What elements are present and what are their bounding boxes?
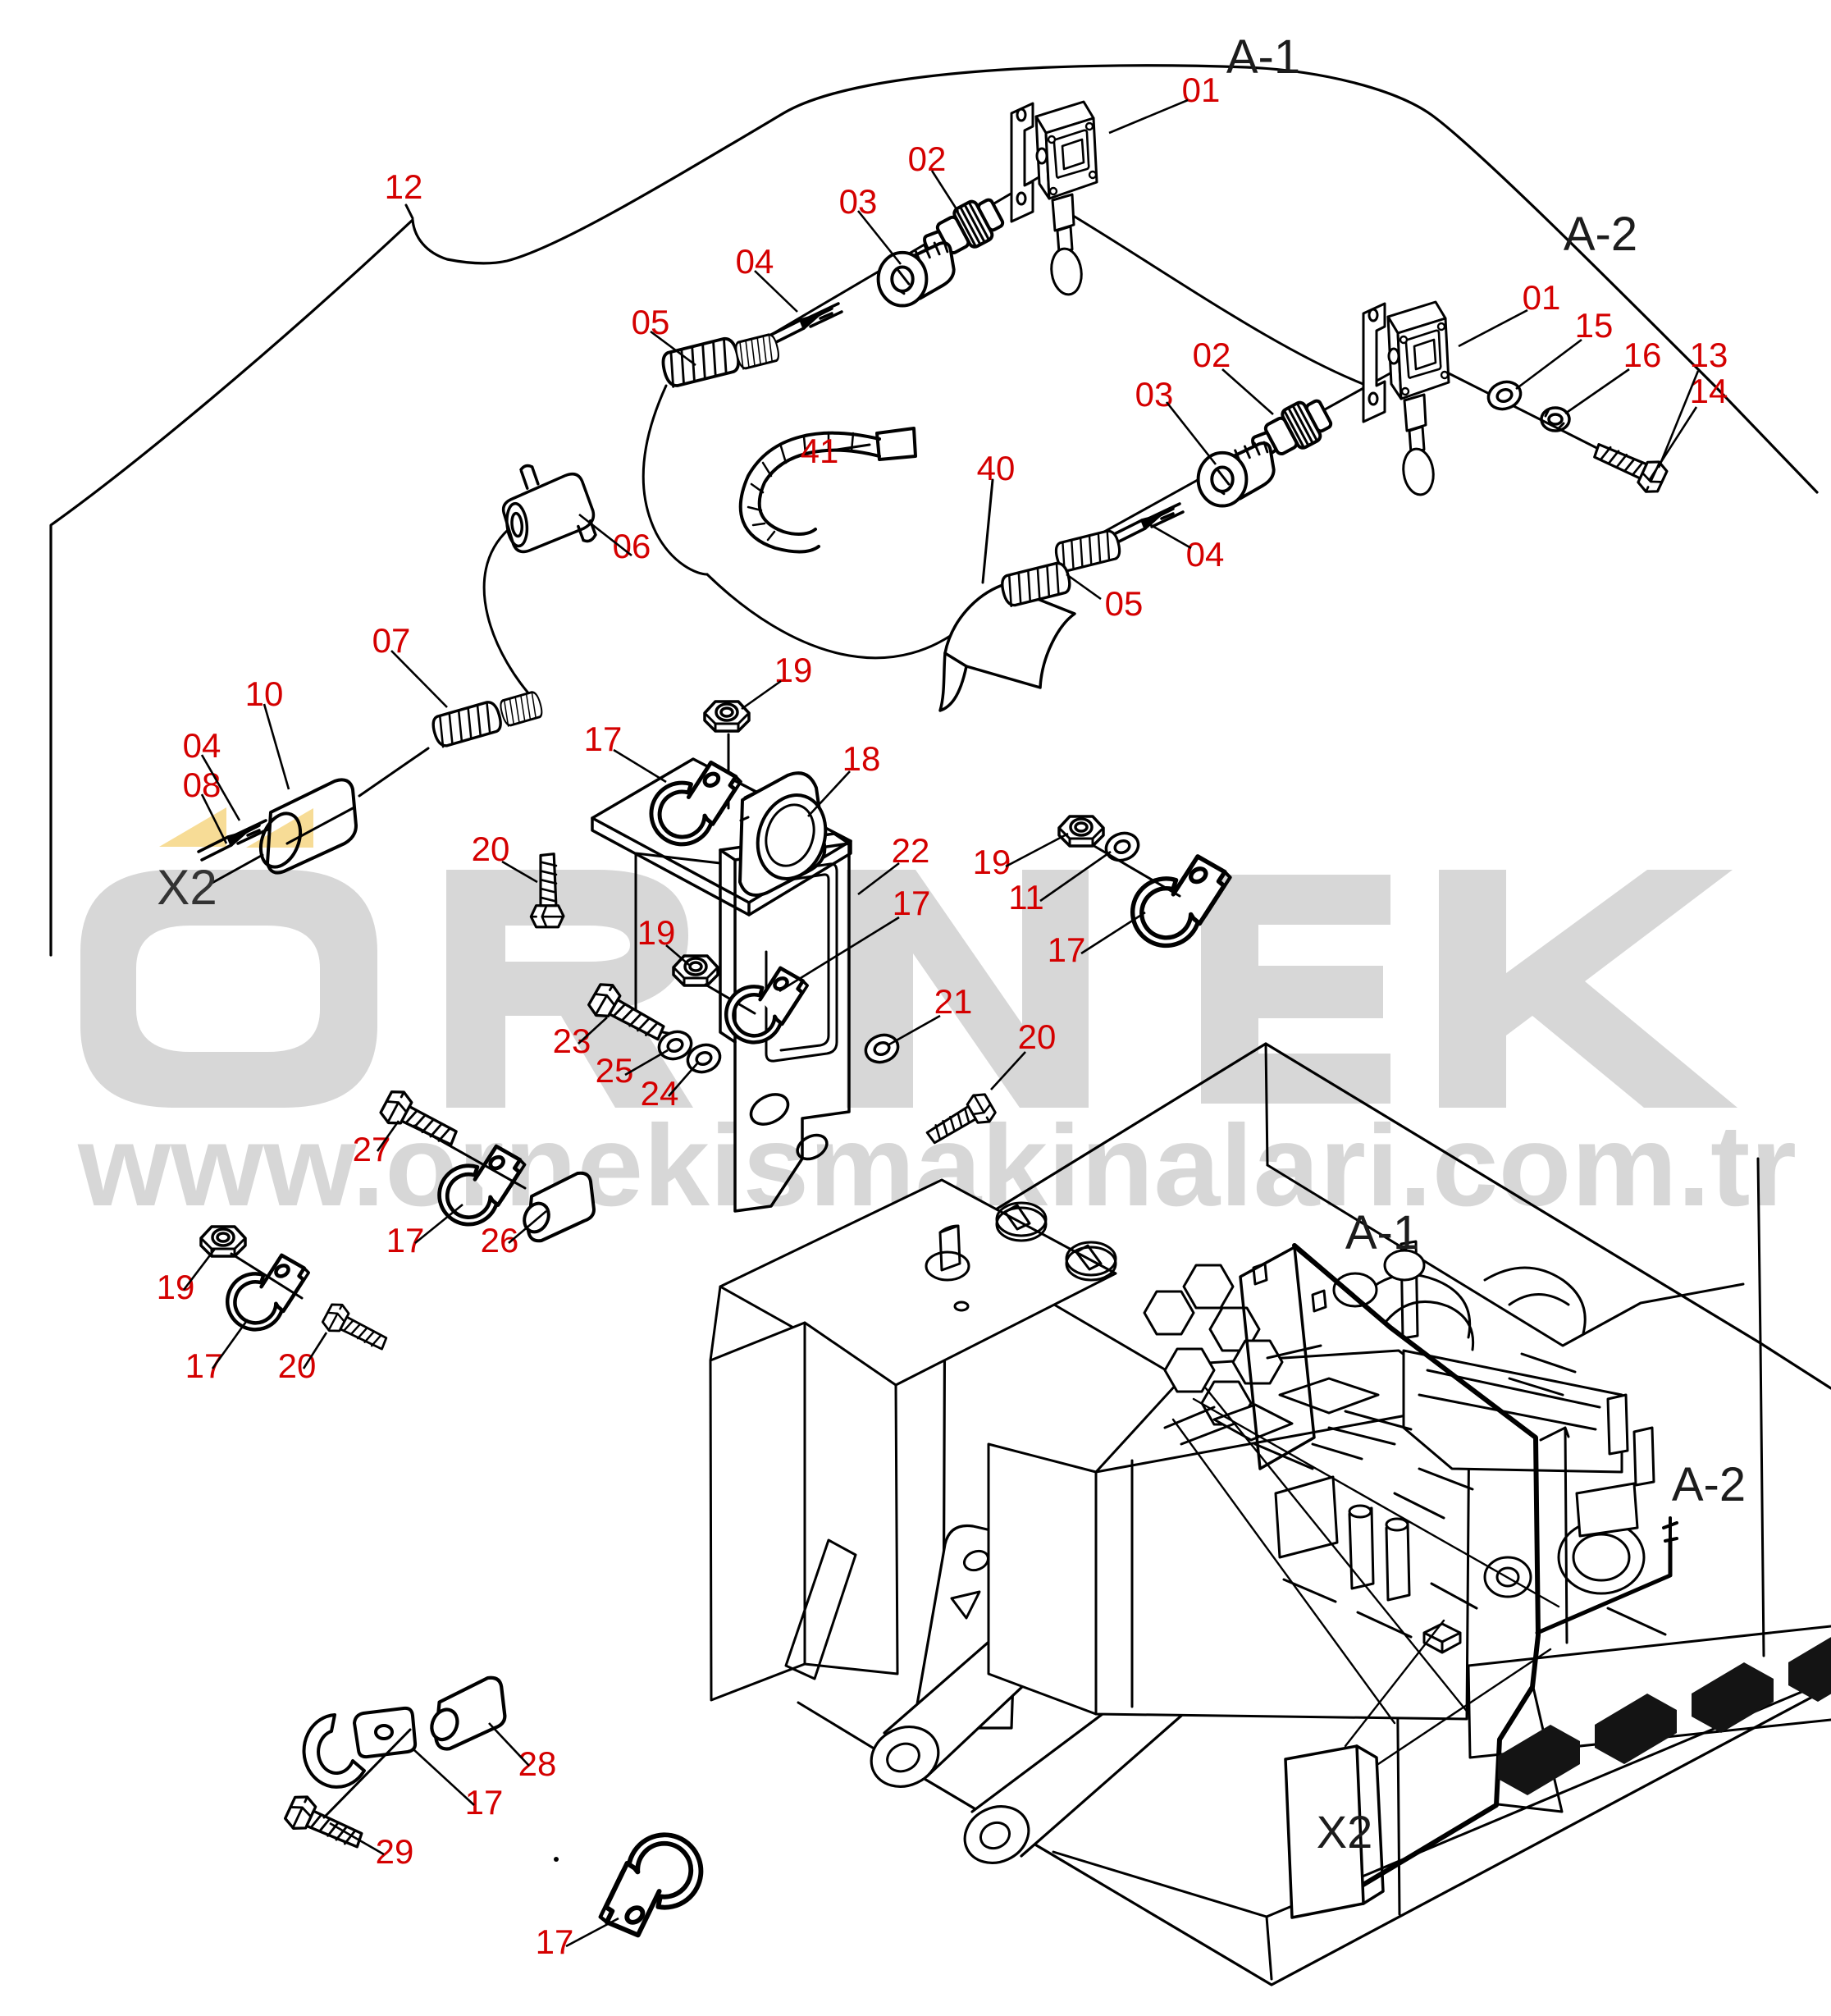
svg-text:A-2: A-2 [1564,208,1637,261]
svg-text:04: 04 [183,726,221,765]
svg-text:29: 29 [376,1832,414,1871]
svg-text:27: 27 [353,1130,391,1168]
svg-text:01: 01 [1182,71,1221,109]
svg-text:21: 21 [934,982,973,1021]
svg-text:X2: X2 [1317,1806,1373,1858]
svg-text:24: 24 [641,1074,679,1113]
svg-text:03: 03 [839,182,878,221]
svg-text:05: 05 [632,303,670,341]
svg-text:A-1: A-1 [1226,30,1300,84]
svg-text:16: 16 [1623,336,1662,374]
svg-text:25: 25 [596,1051,634,1090]
svg-text:17: 17 [536,1922,574,1961]
svg-text:17: 17 [185,1346,224,1385]
svg-text:19: 19 [973,843,1011,881]
svg-text:01: 01 [1523,278,1561,317]
svg-text:20: 20 [278,1346,317,1385]
svg-text:02: 02 [908,139,947,178]
svg-text:03: 03 [1135,375,1174,414]
svg-text:04: 04 [1186,535,1225,574]
svg-text:28: 28 [518,1744,557,1783]
svg-text:19: 19 [774,651,813,689]
svg-text:11: 11 [1008,878,1044,917]
svg-text:17: 17 [1048,930,1086,969]
svg-text:15: 15 [1575,306,1614,345]
svg-text:07: 07 [372,621,411,660]
svg-text:17: 17 [893,884,931,922]
svg-text:20: 20 [1018,1017,1057,1056]
svg-text:19: 19 [157,1268,195,1306]
svg-text:19: 19 [637,913,676,952]
svg-text:13: 13 [1690,336,1728,374]
svg-text:23: 23 [553,1022,591,1060]
svg-text:X2: X2 [157,860,217,915]
svg-text:05: 05 [1105,584,1144,623]
svg-text:12: 12 [385,167,423,206]
svg-text:A-2: A-2 [1672,1458,1746,1511]
svg-text:40: 40 [977,449,1016,487]
svg-text:A-1: A-1 [1345,1206,1419,1259]
svg-text:08: 08 [183,766,221,804]
svg-text:41: 41 [801,432,839,470]
svg-text:04: 04 [736,242,774,281]
svg-text:02: 02 [1193,336,1231,374]
